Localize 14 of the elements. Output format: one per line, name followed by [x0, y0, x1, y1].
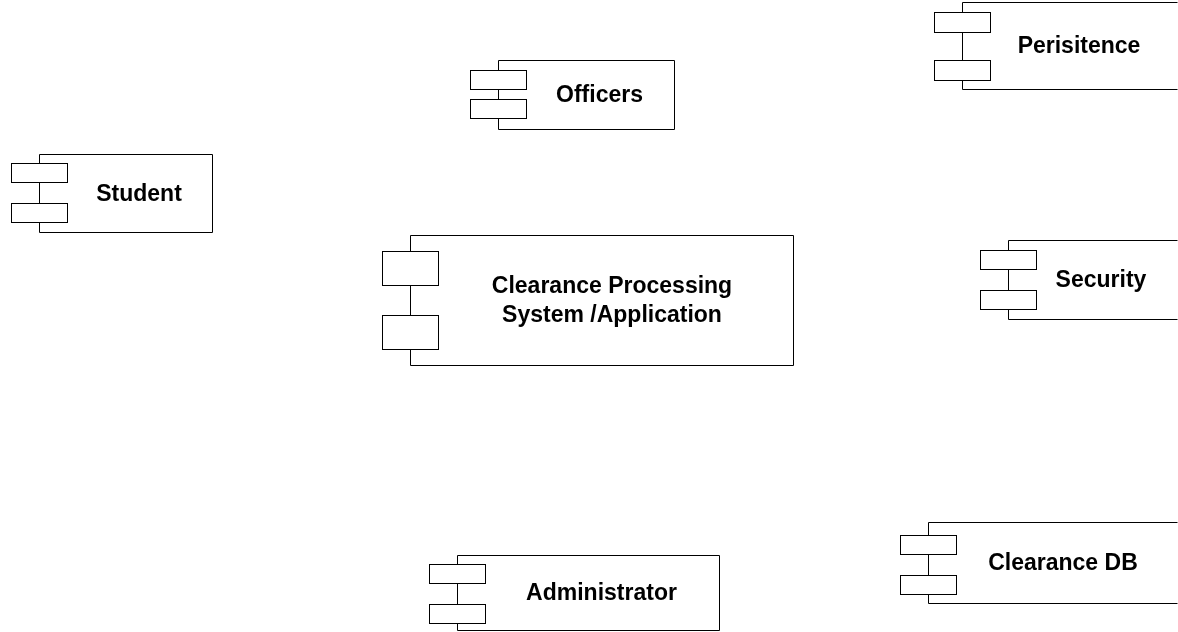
component-name: Perisitence — [1016, 31, 1142, 60]
component-name: Security — [1054, 265, 1148, 294]
component-name: Administrator — [525, 578, 678, 607]
component-box — [980, 240, 1178, 320]
component-box — [11, 154, 213, 233]
component-box — [470, 60, 675, 130]
component-name: Officers — [555, 80, 644, 109]
component-box — [382, 235, 794, 366]
component-box — [900, 522, 1178, 604]
component-name: Student — [95, 178, 183, 208]
component-box — [934, 2, 1178, 90]
component-box — [429, 555, 720, 631]
component-name: Clearance Processing System /Application — [490, 270, 734, 330]
component-name: Clearance DB — [987, 548, 1139, 577]
